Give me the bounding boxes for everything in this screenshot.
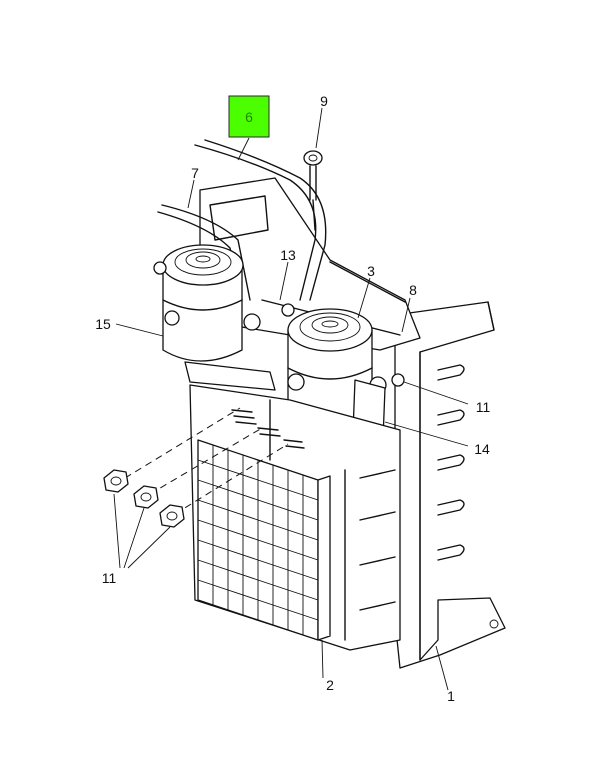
wire-harness bbox=[157, 139, 327, 301]
hex-nut-3 bbox=[159, 504, 185, 528]
callout-6[interactable]: 6 bbox=[245, 109, 253, 125]
left-solenoid bbox=[153, 244, 276, 391]
callout-11-left[interactable]: 11 bbox=[102, 570, 117, 586]
callout-8[interactable]: 8 bbox=[409, 282, 417, 298]
callout-9[interactable]: 9 bbox=[320, 93, 328, 109]
callout-15[interactable]: 15 bbox=[95, 316, 111, 332]
hex-nuts bbox=[103, 407, 289, 528]
leader-lines bbox=[113, 107, 469, 691]
highlight-box bbox=[228, 95, 270, 138]
callout-1[interactable]: 1 bbox=[447, 688, 455, 704]
connector-module bbox=[197, 439, 331, 641]
hex-nut-1 bbox=[103, 469, 129, 493]
callout-14[interactable]: 14 bbox=[474, 441, 490, 457]
callout-13[interactable]: 13 bbox=[280, 247, 296, 263]
hex-nut-2 bbox=[133, 485, 159, 509]
callout-11-right[interactable]: 11 bbox=[476, 399, 491, 415]
mounting-bracket bbox=[394, 301, 506, 669]
callout-3[interactable]: 3 bbox=[367, 263, 375, 279]
callout-2[interactable]: 2 bbox=[326, 677, 334, 693]
callout-7[interactable]: 7 bbox=[191, 165, 199, 181]
